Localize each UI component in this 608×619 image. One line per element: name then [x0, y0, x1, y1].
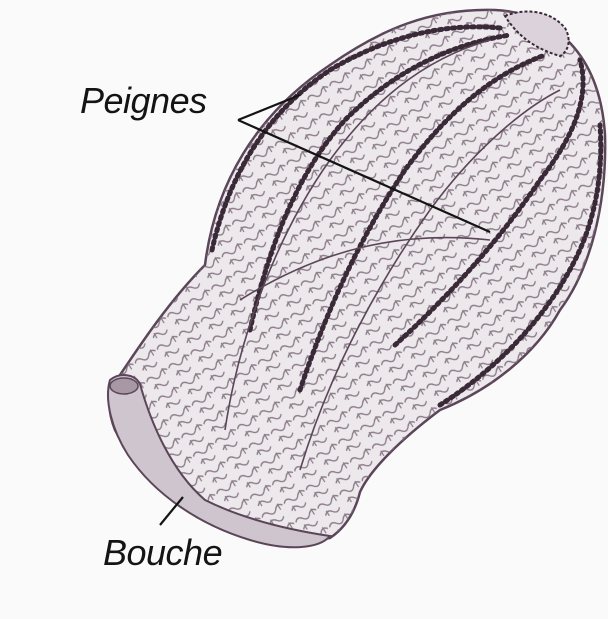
label-bouche: Bouche [103, 532, 222, 574]
mouth-opening [110, 378, 138, 394]
label-peignes: Peignes [80, 80, 207, 122]
